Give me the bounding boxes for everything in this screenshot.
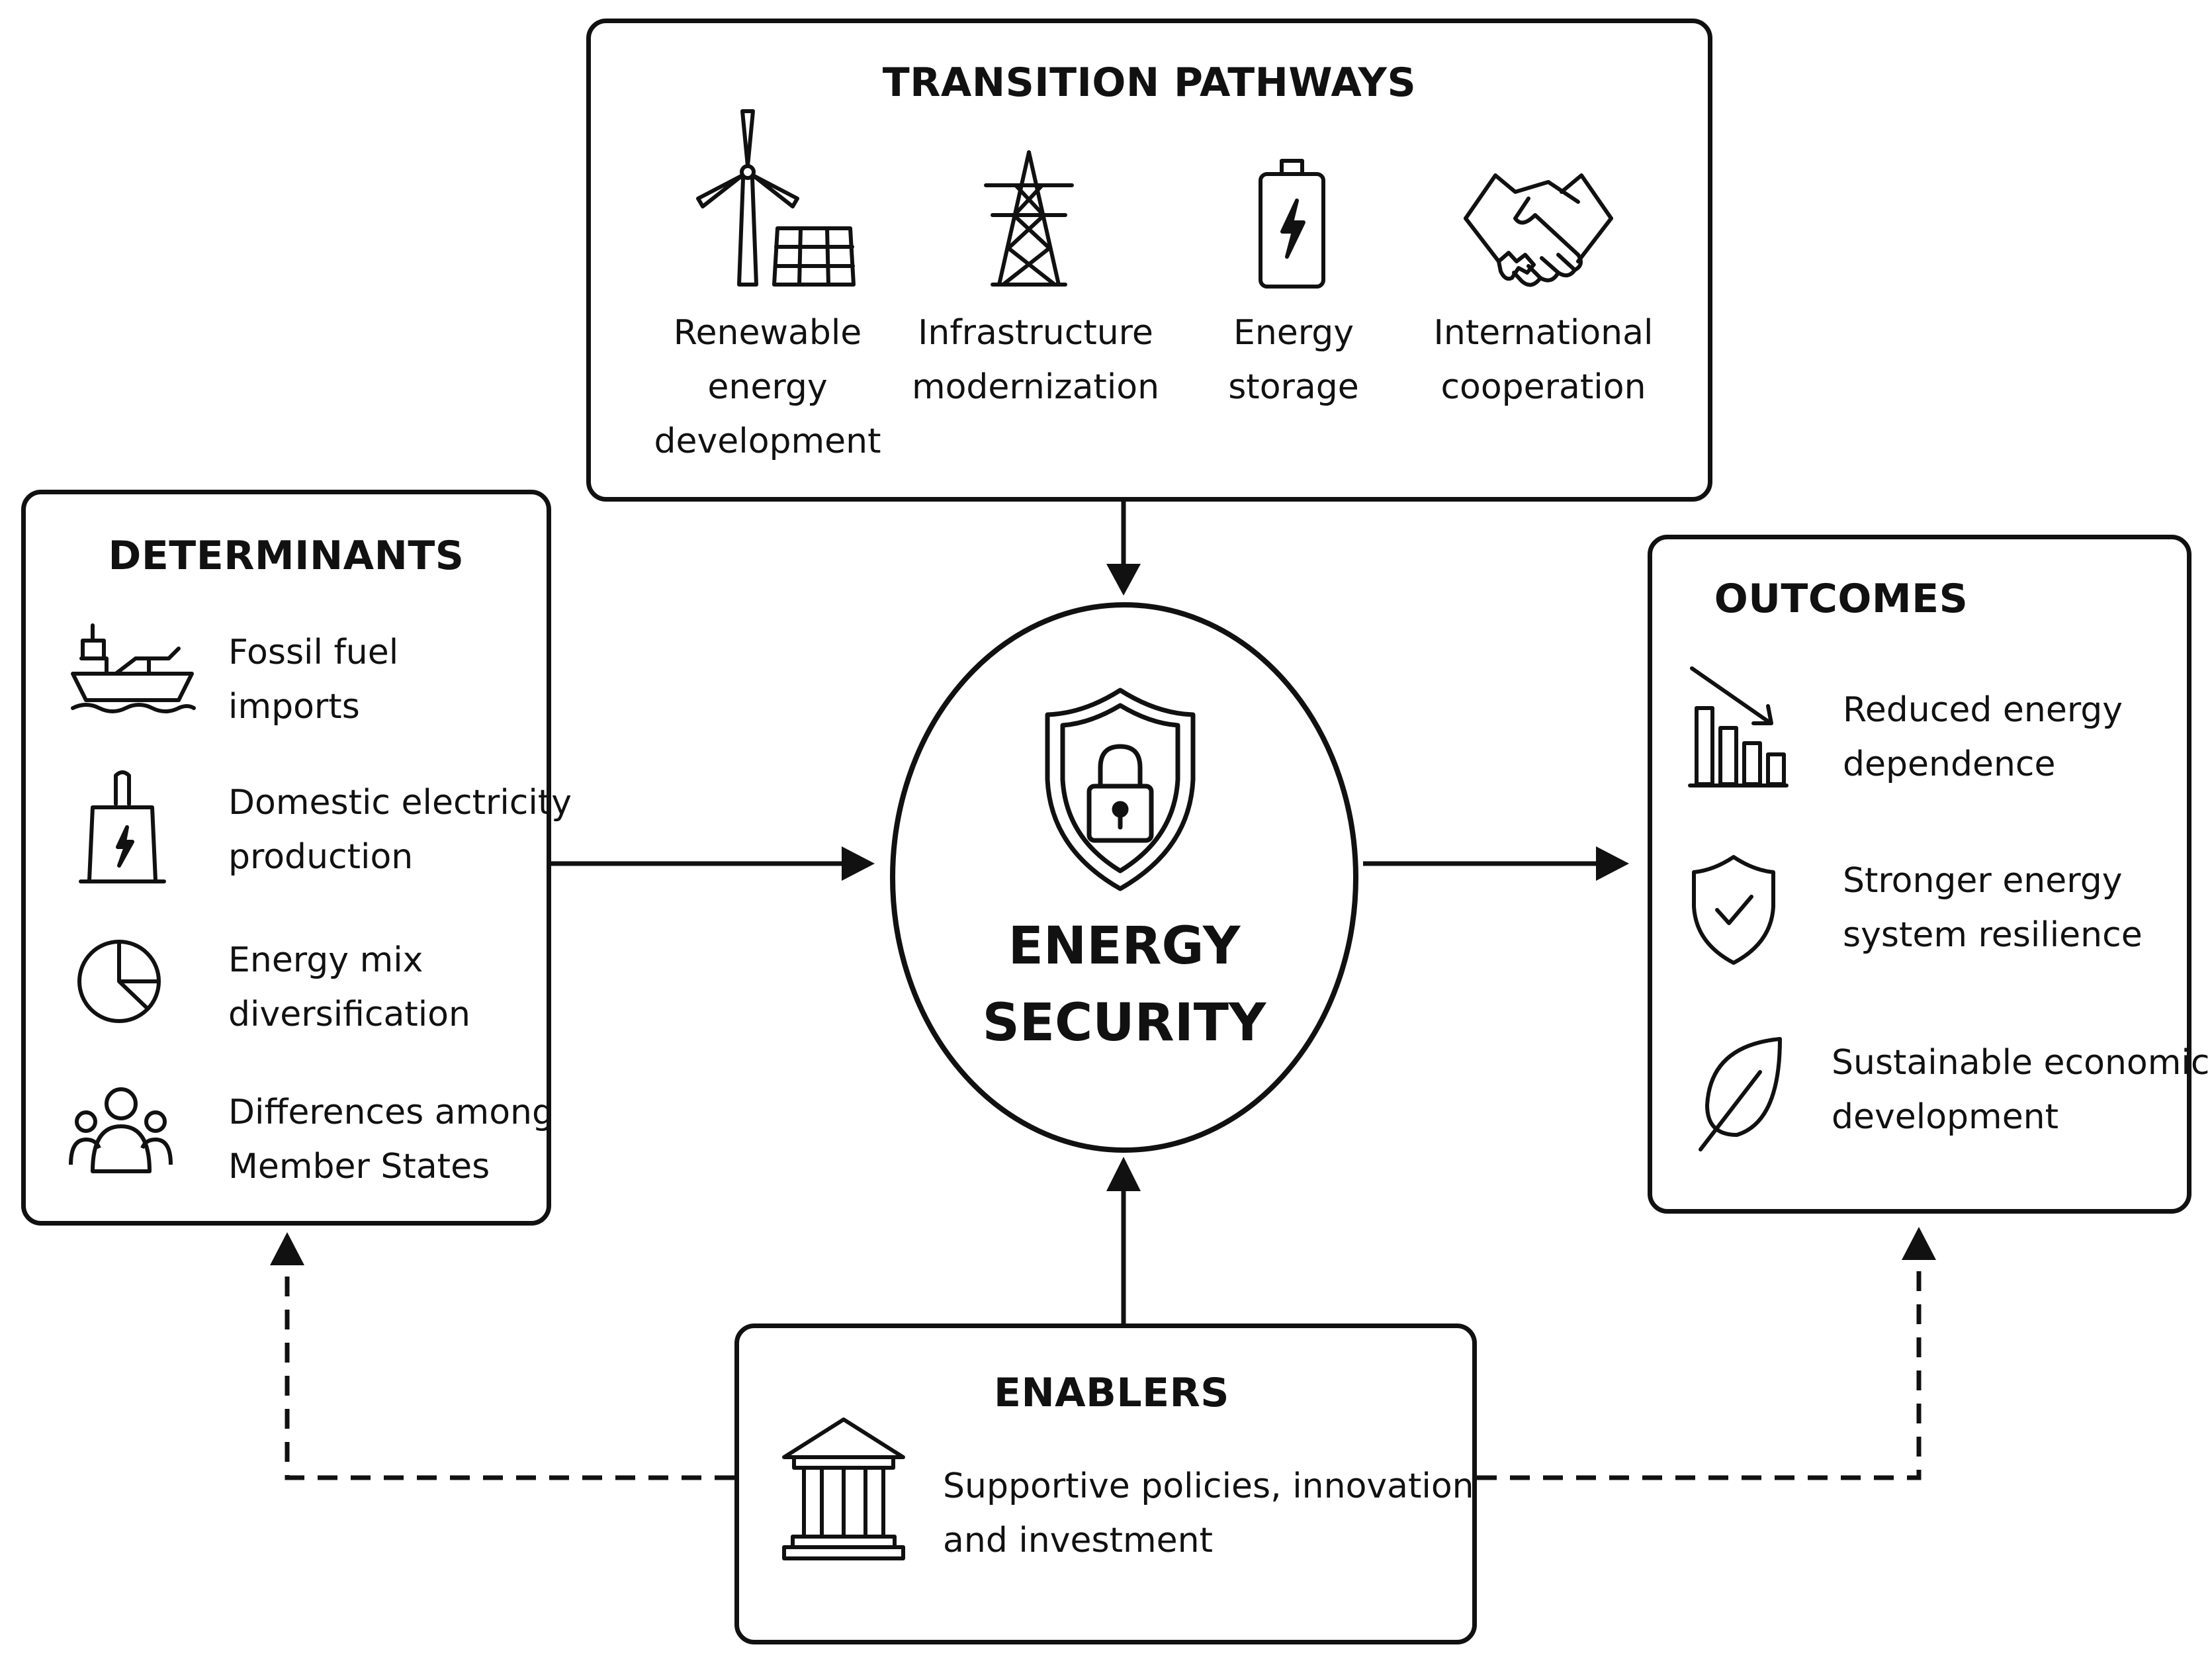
determinant-member-states: Differences among Member States [228, 1093, 554, 1187]
handshake-icon [1462, 172, 1615, 291]
people-group-icon [69, 1085, 172, 1178]
power-pylon-icon [986, 149, 1072, 288]
determinant-domestic-electricity: Domestic electricity production [228, 783, 572, 877]
determinants-box [21, 490, 551, 1226]
enablers-box [734, 1324, 1477, 1644]
shield-lock-icon [1044, 687, 1196, 893]
shield-check-icon [1691, 854, 1777, 966]
energy-security-title: ENERGY SECURITY [982, 917, 1266, 1053]
outcomes-title: OUTCOMES [1714, 576, 1969, 622]
outcome-reduced-dependence: Reduced energy dependence [1843, 690, 2123, 784]
power-plant-icon [79, 768, 165, 887]
determinants-title: DETERMINANTS [108, 533, 465, 579]
government-building-icon [781, 1416, 907, 1563]
determinant-fossil-fuel: Fossil fuel imports [228, 633, 399, 727]
enablers-description: Supportive policies, innovation and inve… [943, 1466, 1474, 1560]
enablers-title: ENABLERS [993, 1370, 1229, 1416]
transition-item-cooperation: International cooperation [1433, 313, 1654, 407]
tanker-ship-icon [69, 622, 195, 715]
transition-item-infrastructure: Infrastructure modernization [911, 313, 1160, 407]
transition-pathways-title: TRANSITION PATHWAYS [882, 60, 1417, 106]
transition-item-renewable: Renewable energy development [654, 313, 881, 461]
energy-security-circle [887, 599, 1362, 1156]
dashed-arrow-enablers-to-outcomes [1477, 1256, 1922, 1480]
pie-chart-icon [74, 930, 167, 1029]
determinant-energy-mix: Energy mix diversification [228, 940, 470, 1034]
outcome-sustainable-development: Sustainable economic development [1832, 1043, 2210, 1137]
wind-solar-icon [695, 106, 857, 288]
outcome-system-resilience: Stronger energy system resilience [1843, 861, 2143, 955]
transition-item-storage: Energy storage [1228, 313, 1359, 407]
leaf-icon [1697, 1036, 1783, 1151]
battery-icon [1257, 157, 1327, 290]
dashed-arrow-enablers-to-determinants [285, 1261, 734, 1480]
declining-bar-chart-icon [1689, 665, 1788, 791]
